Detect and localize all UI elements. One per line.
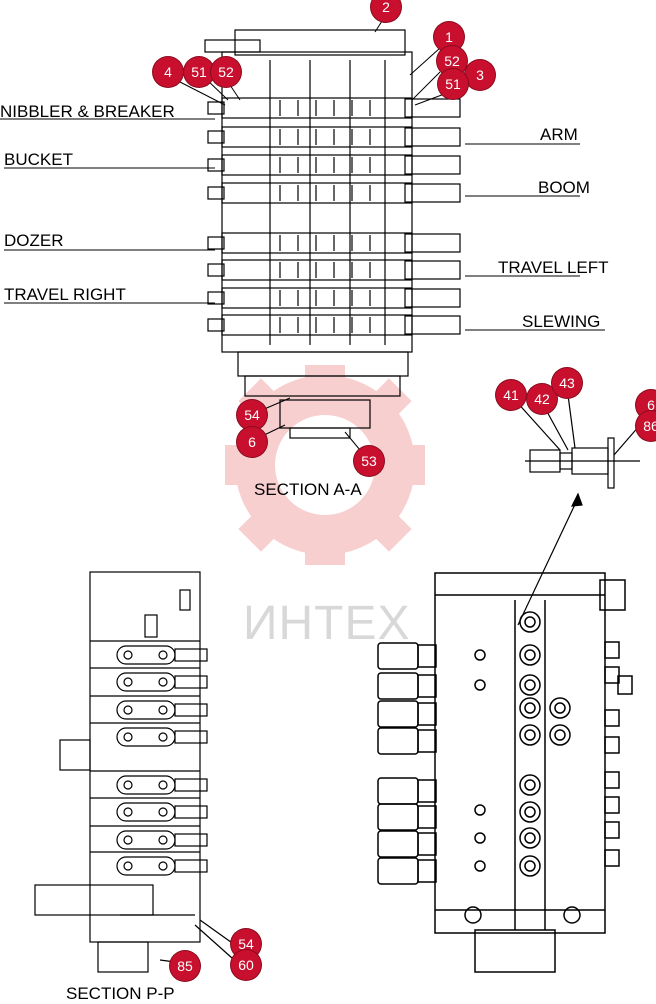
- callout-85: 85: [170, 951, 200, 981]
- callout-3: 3: [465, 60, 495, 90]
- callout-6: 6: [237, 427, 267, 457]
- label-arm: ARM: [540, 125, 578, 144]
- label-slewing: SLEWING: [522, 312, 601, 331]
- callout-53: 53: [354, 446, 384, 476]
- callout-41: 41: [496, 380, 526, 410]
- label-travel-right: TRAVEL RIGHT: [4, 285, 126, 304]
- label-nibbler-breaker: NIBBLER & BREAKER: [0, 102, 175, 121]
- section-aa-valve: [204, 29, 461, 439]
- callout-60: 60: [231, 950, 261, 980]
- watermark-gear-icon: [225, 365, 425, 565]
- exterior-valve-view: [377, 572, 633, 973]
- callout-4: 4: [153, 57, 183, 87]
- label-dozer: DOZER: [4, 231, 64, 250]
- section-pp-valve: [34, 571, 236, 973]
- callout-51: 51: [438, 69, 468, 99]
- label-boom: BOOM: [538, 178, 590, 197]
- callout-51-left: 51: [184, 57, 214, 87]
- section-aa-title: SECTION A-A: [254, 480, 362, 499]
- label-leaders: [0, 17, 605, 451]
- callout-42: 42: [527, 384, 557, 414]
- label-travel-left: TRAVEL LEFT: [498, 258, 609, 277]
- detail-view: [514, 394, 641, 626]
- callout-43: 43: [552, 368, 582, 398]
- callout-2: 2: [371, 0, 401, 22]
- callout-52-left: 52: [211, 57, 241, 87]
- callout-86: 86: [636, 411, 656, 441]
- callout-54: 54: [237, 400, 267, 430]
- label-bucket: BUCKET: [4, 150, 73, 169]
- section-pp-title: SECTION P-P: [66, 984, 175, 1003]
- watermark-text: ИНТЕХ: [243, 597, 411, 650]
